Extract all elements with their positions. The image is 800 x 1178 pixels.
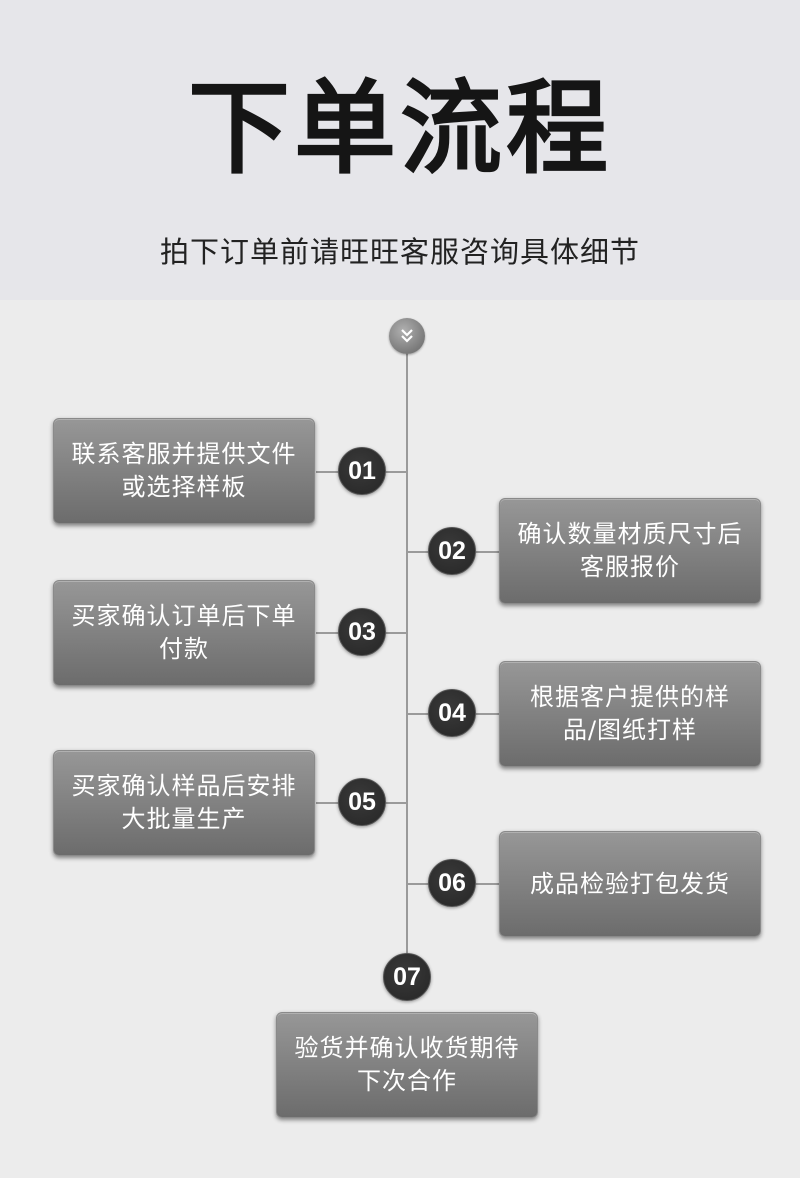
step-text: 联系客服并提供文件或选择样板 — [71, 440, 297, 501]
step-number-01: 01 — [338, 447, 386, 495]
step-number-07: 07 — [383, 953, 431, 1001]
step-text: 验货并确认收货期待下次合作 — [294, 1034, 520, 1095]
step-box-05: 买家确认样品后安排大批量生产 — [53, 750, 315, 856]
double-chevron-down-icon — [389, 318, 425, 354]
step-box-02: 确认数量材质尺寸后客服报价 — [499, 498, 761, 604]
step-box-07: 验货并确认收货期待下次合作 — [276, 1012, 538, 1118]
header: 下单流程 拍下订单前请旺旺客服咨询具体细节 — [0, 0, 800, 300]
step-box-04: 根据客户提供的样品/图纸打样 — [499, 661, 761, 767]
order-process-flow: 联系客服并提供文件或选择样板 01 确认数量材质尺寸后客服报价 02 买家确认订… — [0, 300, 800, 1178]
step-number-02: 02 — [428, 527, 476, 575]
step-box-06: 成品检验打包发货 — [499, 831, 761, 937]
step-box-01: 联系客服并提供文件或选择样板 — [53, 418, 315, 524]
timeline-line — [406, 336, 408, 986]
step-text: 买家确认样品后安排大批量生产 — [71, 772, 297, 833]
step-number-06: 06 — [428, 859, 476, 907]
step-text: 成品检验打包发货 — [530, 869, 730, 898]
step-text: 确认数量材质尺寸后客服报价 — [517, 520, 743, 581]
step-number-04: 04 — [428, 689, 476, 737]
step-box-03: 买家确认订单后下单付款 — [53, 580, 315, 686]
step-number-03: 03 — [338, 608, 386, 656]
page-title: 下单流程 — [188, 70, 612, 189]
step-text: 根据客户提供的样品/图纸打样 — [530, 683, 730, 744]
step-number-05: 05 — [338, 778, 386, 826]
step-text: 买家确认订单后下单付款 — [71, 602, 297, 663]
page-subtitle: 拍下订单前请旺旺客服咨询具体细节 — [159, 235, 640, 269]
